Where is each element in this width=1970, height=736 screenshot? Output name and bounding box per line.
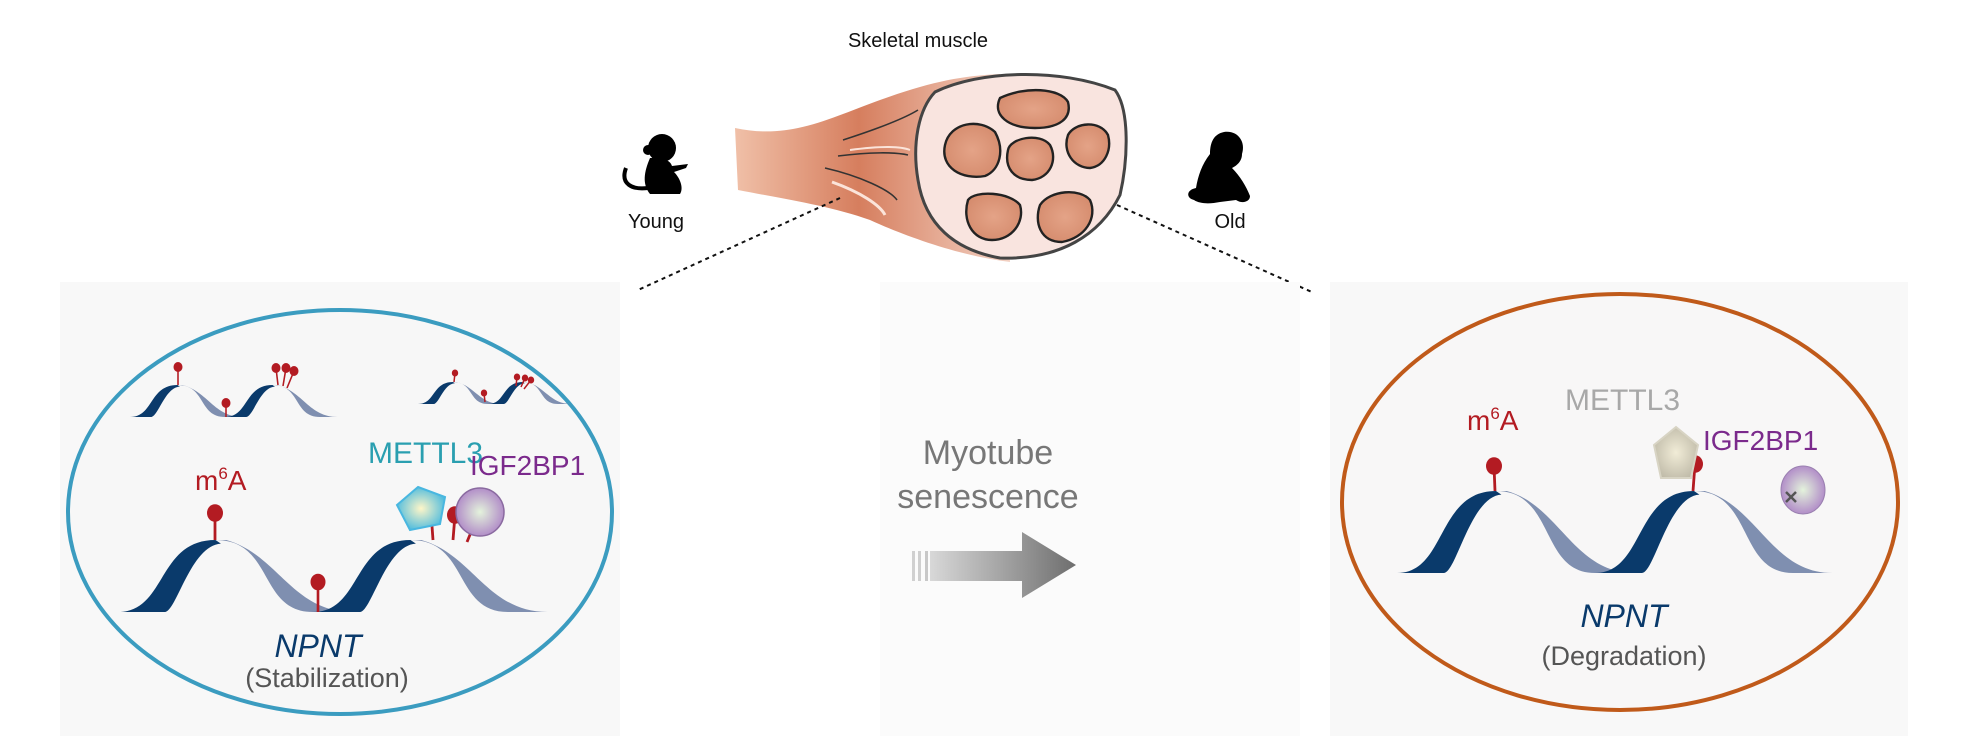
diagram-title: Skeletal muscle (848, 30, 988, 52)
m6a-tail: A (1500, 405, 1519, 436)
m6a-pin-head (310, 573, 326, 591)
transition-background (880, 282, 1300, 736)
skeletal-muscle-illustration (735, 73, 1128, 262)
m6a-pin-head (207, 504, 223, 522)
m6a-tail: A (228, 465, 247, 496)
mettl3-pentagon-icon (395, 485, 447, 532)
fascicle (943, 122, 1002, 178)
m6a-pin-head (173, 362, 183, 372)
m6a-sup: 6 (1490, 404, 1499, 423)
rna-strand-segment (130, 385, 180, 417)
rna-strand-segment (488, 382, 525, 404)
m6a-base: m (1467, 405, 1490, 436)
m6a-pin-head (513, 373, 521, 381)
right-arrow-icon (912, 532, 1076, 598)
m6a-base: m (195, 465, 218, 496)
connector-line-old (1116, 204, 1315, 294)
young-label: Young (628, 211, 684, 233)
old-monkey-icon (1188, 131, 1250, 204)
rna-strand-segment (1496, 491, 1635, 573)
m6a-pin-head (521, 374, 529, 382)
young-cell-ellipse (66, 308, 614, 716)
muscle-striation (849, 146, 911, 151)
rna-strand-segment (1595, 491, 1700, 573)
rna-strand-segment (177, 385, 243, 417)
transition-line2: senescence (897, 478, 1078, 516)
young-outcome-label: (Stabilization) (245, 663, 409, 693)
m6a-pin-head (527, 376, 535, 384)
m6a-pin-head (451, 369, 459, 377)
m6a-pin-head (289, 366, 299, 376)
muscle-striation (831, 180, 887, 216)
young-writer-label: METTL3 (368, 437, 483, 470)
m6a-pin-head (1486, 457, 1502, 475)
muscle-striation (824, 167, 898, 201)
rna-strand-segment (215, 540, 353, 612)
rna-strand-segment (225, 385, 275, 417)
old-outcome-label: (Degradation) (1541, 641, 1706, 671)
igf2bp1-blob-icon (1780, 465, 1826, 515)
muscle-striation (842, 109, 919, 141)
fascicle (965, 192, 1023, 242)
young-monkey-icon (622, 134, 688, 194)
fascicle (1005, 136, 1055, 182)
m6a-pin-head (271, 363, 281, 373)
m6a-sup: 6 (218, 464, 227, 483)
fascicle (996, 88, 1070, 130)
old-m6a-label: m6A (1467, 404, 1519, 436)
rna-strand-segment (1397, 491, 1502, 573)
igf2bp1-blob-icon (455, 487, 505, 537)
old-label: Old (1214, 211, 1245, 233)
muscle-striation (837, 152, 909, 157)
fascicle (1036, 191, 1094, 244)
rna-strand-segment (313, 540, 416, 612)
rna-strand-segment (272, 385, 338, 417)
rna-strand-segment (1694, 491, 1833, 573)
old-writer-label: METTL3 (1565, 384, 1680, 417)
rna-strand-segment (410, 540, 548, 612)
old-reader-label: IGF2BP1 (1703, 425, 1818, 456)
young-gene-label: NPNT (274, 628, 364, 664)
rna-strand-segment (418, 382, 455, 404)
transition-line1: Myotube (923, 434, 1053, 472)
mettl3-pentagon-inactive-icon (1652, 425, 1700, 479)
young-reader-label: IGF2BP1 (470, 450, 585, 481)
m6a-pin-head (281, 363, 291, 373)
fascicle-group (943, 88, 1111, 244)
rna-strand-segment (118, 540, 221, 612)
fascicle (1065, 123, 1111, 170)
connector-line-young (637, 197, 841, 291)
old-cell-ellipse (1340, 292, 1900, 712)
m6a-pin-head (480, 389, 488, 397)
young-m6a-label: m6A (195, 464, 247, 496)
rna-strand-segment (453, 382, 502, 404)
rna-strand-segment (523, 382, 572, 404)
cross-mark-icon (1785, 491, 1797, 503)
m6a-pin-head (221, 398, 231, 408)
old-gene-label: NPNT (1580, 598, 1670, 634)
